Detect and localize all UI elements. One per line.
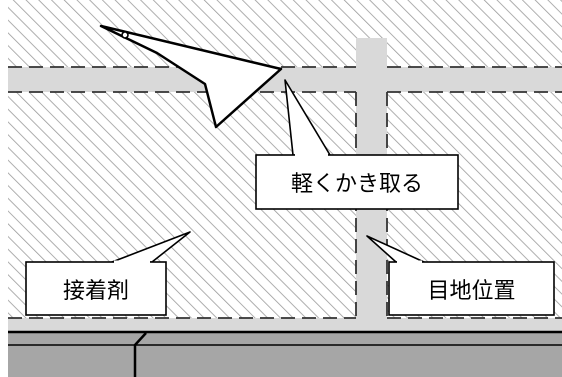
bottom-joint-band xyxy=(8,318,562,332)
callout-adhesive-box xyxy=(25,261,167,316)
tile-edge-mark xyxy=(133,332,147,377)
callout-scrape-box xyxy=(255,154,459,210)
callout-joint xyxy=(366,235,555,316)
callout-joint-box xyxy=(388,261,555,316)
tile-strip xyxy=(8,332,562,377)
callout-scrape xyxy=(255,79,459,210)
callout-adhesive xyxy=(25,231,191,316)
spatula-trowel-icon xyxy=(99,24,283,129)
